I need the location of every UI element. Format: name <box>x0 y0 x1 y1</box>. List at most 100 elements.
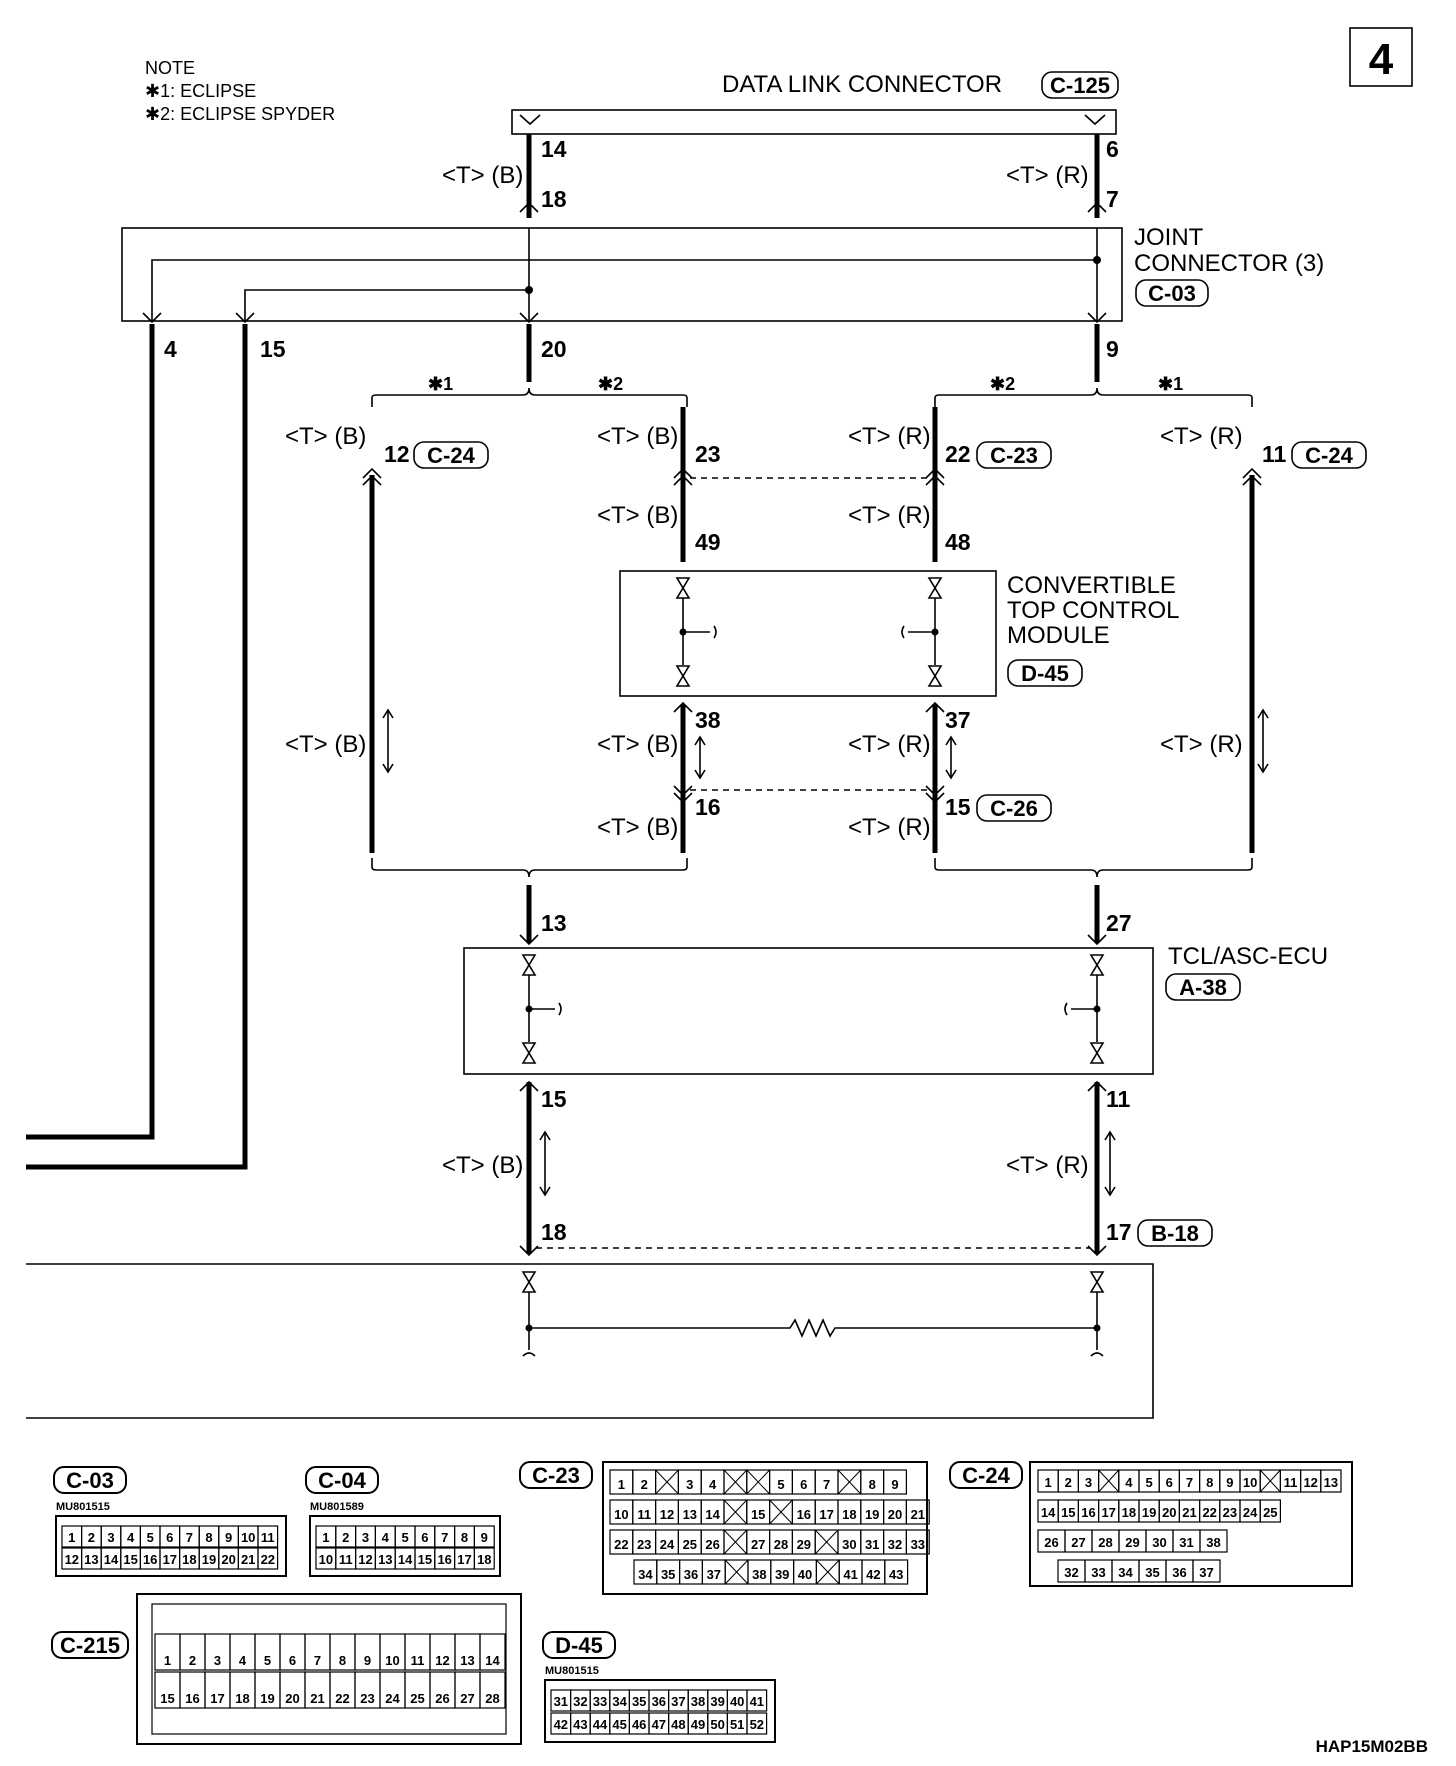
c23-chevron-left-a <box>673 467 693 479</box>
b18-chevron-left <box>519 1245 539 1257</box>
dlc-tag-box <box>1041 71 1119 99</box>
c23-pin-label: 8 <box>869 1477 876 1492</box>
c03-pin-label: 7 <box>186 1530 193 1545</box>
ecu-out-chevron-right <box>1087 1080 1107 1092</box>
bidirectional-arrow-icon <box>382 708 394 774</box>
c03-cell <box>257 1547 279 1570</box>
c23-pin-label: 34 <box>638 1567 653 1582</box>
c03-pin-label: 9 <box>225 1530 232 1545</box>
c215-pin-label: 21 <box>310 1691 324 1706</box>
dlc-name: DATA LINK CONNECTOR <box>722 71 1002 98</box>
c215-inner <box>151 1603 507 1735</box>
wire-15-to-left <box>26 324 248 1170</box>
c23-pin-label: 36 <box>684 1567 698 1582</box>
module-name-1: CONVERTIBLE <box>1007 572 1176 599</box>
c03-pin-label: 13 <box>84 1552 98 1567</box>
c23-pin-label: 37 <box>707 1567 721 1582</box>
c24-pin-label: 17 <box>1101 1505 1115 1520</box>
d45-pin-label: 48 <box>671 1717 685 1732</box>
c24-pin-label: 28 <box>1098 1535 1112 1550</box>
note-line-2: ✱2: ECLIPSE SPYDER <box>145 104 335 124</box>
jc-node-red <box>1093 256 1101 264</box>
c03-pin-label: 11 <box>261 1530 275 1545</box>
d45-pin-label: 35 <box>632 1694 646 1709</box>
jc-link-15 <box>244 289 529 321</box>
c24-pin-label: 16 <box>1081 1505 1095 1520</box>
wire-label-red: <T> (R) <box>1160 731 1243 758</box>
c24-pin-label: 24 <box>1243 1505 1258 1520</box>
c24-pin-label: 19 <box>1142 1505 1156 1520</box>
c24-pin-label: 3 <box>1085 1475 1092 1490</box>
c215-tag: C-215 <box>60 1633 120 1658</box>
c23-pin-label: 9 <box>891 1477 898 1492</box>
ecu-in-chevron-left <box>519 934 539 946</box>
c24-pin-label: 13 <box>1324 1475 1338 1490</box>
d45-pin-label: 41 <box>750 1694 764 1709</box>
c04-part-number: MU801589 <box>310 1501 364 1513</box>
c04-pin-label: 13 <box>378 1552 392 1567</box>
c215-pin-label: 7 <box>314 1653 321 1668</box>
c24-pin-label: 32 <box>1064 1565 1078 1580</box>
c215-pin-label: 10 <box>385 1653 399 1668</box>
c23-blank-cell <box>816 1559 840 1585</box>
jc-out-chevron-4 <box>142 312 162 324</box>
c24-pin-label: 35 <box>1145 1565 1159 1580</box>
c03-pin-label: 16 <box>143 1552 157 1567</box>
bidirectional-arrow-icon <box>945 735 957 780</box>
c04-pin-label: 8 <box>461 1530 468 1545</box>
c04-tag: C-04 <box>318 1468 366 1493</box>
wire-label-black: <T> (B) <box>597 502 678 529</box>
c23-cell <box>905 1499 930 1525</box>
d45-pin-label: 42 <box>554 1717 568 1732</box>
dlc-pin-chevron-left <box>519 114 541 126</box>
c04-pin-label: 1 <box>322 1530 329 1545</box>
d45-pin-label: 49 <box>691 1717 705 1732</box>
c24-chevron-left-b <box>362 474 382 486</box>
c03-tag: C-03 <box>66 1468 114 1493</box>
pin-ecu-in-left: 13 <box>541 910 567 936</box>
c23-blank-cell <box>746 1469 770 1495</box>
c23-cell <box>905 1529 930 1555</box>
c23-pin-label: 25 <box>683 1537 697 1552</box>
c03-pin-label: 12 <box>65 1552 79 1567</box>
c24-pin-label: 33 <box>1091 1565 1105 1580</box>
c23-tag: C-23 <box>990 443 1038 468</box>
c24-pin-label: 26 <box>1044 1535 1058 1550</box>
c04-pin-label: 10 <box>319 1552 333 1567</box>
pin-module-out-right: 37 <box>945 707 971 733</box>
d45-pin-label: 51 <box>730 1717 744 1732</box>
c24-cell <box>1199 1529 1228 1553</box>
d45-part-number: MU801515 <box>545 1665 599 1677</box>
dlc-tag: C-125 <box>1050 73 1110 98</box>
c03-pin-label: 17 <box>163 1552 177 1567</box>
c24-pin-label: 34 <box>1118 1565 1133 1580</box>
c24-cell <box>1259 1499 1281 1523</box>
c215-pin-label: 15 <box>160 1691 174 1706</box>
ecu-tag-box <box>1165 973 1241 1001</box>
d45-body <box>544 1679 776 1743</box>
c24-pin-label: 37 <box>1199 1565 1213 1580</box>
c23-blank-cell <box>723 1499 748 1525</box>
module-name-3: MODULE <box>1007 622 1110 649</box>
c24-tag-box-left <box>413 441 489 469</box>
c03-pin-label: 4 <box>127 1530 135 1545</box>
c03-pin-label: 8 <box>205 1530 212 1545</box>
c215-pin-label: 11 <box>411 1653 425 1668</box>
ecu-in-chevron-right <box>1087 934 1107 946</box>
c23-tag-box <box>976 441 1052 469</box>
c24-pin-label: 11 <box>1284 1475 1298 1490</box>
module-tag-box <box>1007 659 1083 687</box>
d45-pin-label: 39 <box>710 1694 724 1709</box>
pin-b18-right: 17 <box>1106 1219 1132 1245</box>
c215-pin-label: 23 <box>360 1691 374 1706</box>
c215-pin-label: 2 <box>189 1653 196 1668</box>
wire-label-black: <T> (B) <box>597 814 678 841</box>
c24-pin-label: 7 <box>1186 1475 1193 1490</box>
c23-pin-label: 4 <box>709 1477 717 1492</box>
d45-pin-label: 36 <box>652 1694 666 1709</box>
c04-pin-label: 12 <box>358 1552 372 1567</box>
c23-pin-label: 10 <box>614 1507 628 1522</box>
d45-cell <box>746 1689 768 1712</box>
pin-ecu-in-right: 27 <box>1106 910 1132 936</box>
